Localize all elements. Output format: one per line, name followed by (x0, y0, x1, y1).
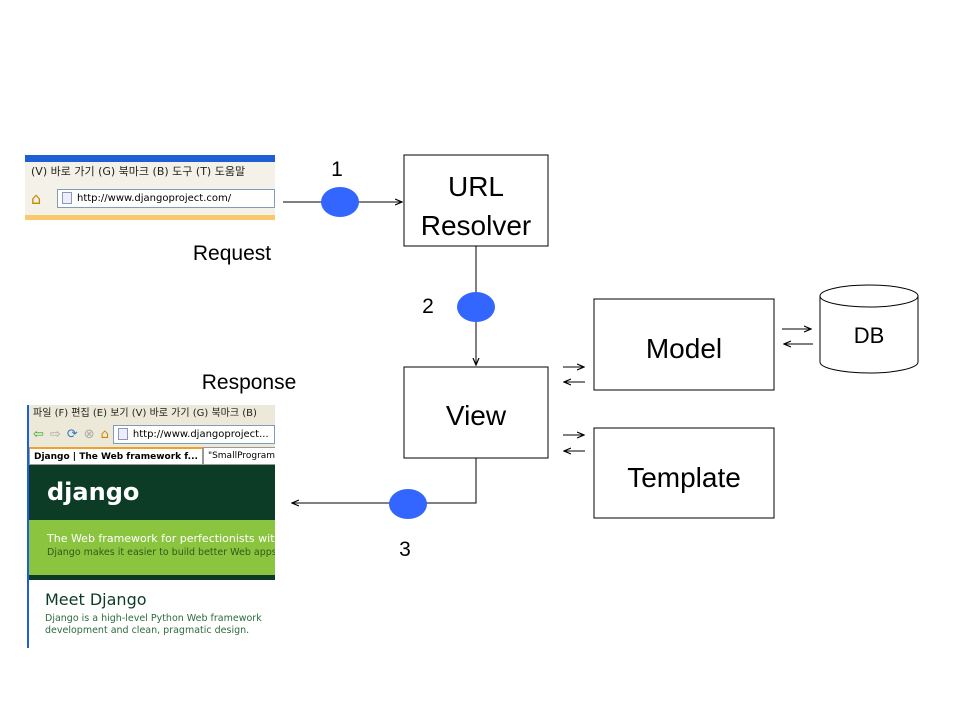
template-box (593, 427, 775, 519)
model-label: Model (646, 333, 722, 364)
browser-menu-bar: (V) 바로 가기 (G) 북마크 (B) 도구 (T) 도움말 (25, 162, 275, 182)
url-text: http://www.djangoproject.com/ (77, 193, 232, 204)
divider (29, 575, 275, 580)
db-label: DB (854, 323, 885, 348)
description-line: Django is a high-level Python Web framew… (45, 613, 262, 624)
request-label: Request (193, 242, 271, 265)
url-resolver-box (403, 154, 549, 247)
browser-tabs (25, 215, 275, 220)
model-box (593, 298, 775, 391)
view-box (403, 366, 549, 459)
step-1-label: 1 (331, 158, 343, 181)
response-label: Response (202, 371, 297, 394)
browser-menu-bar: 파일 (F) 편집 (E) 보기 (V) 바로 가기 (G) 북마크 (B) (29, 405, 275, 422)
db-cylinder (819, 284, 919, 374)
url-resolver-label: Resolver (421, 210, 531, 241)
subtagline: Django makes it easier to build better W… (47, 547, 275, 558)
address-bar-row: ⌂ http://www.djangoproject.com/ (25, 182, 275, 215)
browser-toolbar: ⇦ ⇨ ⟳ ⊗ ⌂ http://www.djangoproject... (29, 422, 275, 447)
tagline-band: The Web framework for perfectionists wit… (29, 520, 275, 575)
url-resolver-label: URL (448, 171, 504, 202)
response-browser-screenshot: 파일 (F) 편집 (E) 보기 (V) 바로 가기 (G) 북마크 (B) ⇦… (27, 405, 275, 648)
tab-django: Django | The Web framework f... (29, 447, 203, 465)
tagline: The Web framework for perfectionists wit… (47, 532, 275, 545)
address-bar: http://www.djangoproject... (112, 425, 275, 444)
django-logo: django (29, 465, 275, 520)
stop-icon: ⊗ (83, 427, 95, 442)
step-3-dot (389, 489, 427, 519)
description-line: development and clean, pragmatic design. (45, 625, 250, 636)
template-label: Template (627, 462, 741, 493)
step-2-label: 2 (422, 295, 434, 318)
view-label: View (446, 400, 507, 431)
address-bar: http://www.djangoproject.com/ (57, 189, 275, 208)
home-icon: ⌂ (31, 188, 42, 208)
page-icon (117, 428, 128, 440)
browser-title-bar (25, 155, 275, 162)
step-2-dot (457, 292, 495, 322)
response-arrow (292, 458, 477, 503)
browser-tabs: Django | The Web framework f... "SmallPr… (29, 447, 275, 465)
refresh-icon: ⟳ (66, 427, 78, 442)
tab-smallprogram: "SmallProgram (202, 447, 275, 465)
page-icon (62, 192, 72, 204)
back-icon: ⇦ (33, 427, 44, 442)
step-1-dot (321, 187, 359, 217)
url-text: http://www.djangoproject... (132, 429, 269, 440)
forward-icon: ⇨ (49, 427, 61, 442)
request-browser-screenshot: (V) 바로 가기 (G) 북마크 (B) 도구 (T) 도움말 ⌂ http:… (25, 155, 275, 220)
page-description: Django is a high-level Python Web framew… (29, 609, 275, 637)
page-heading: Meet Django (45, 590, 147, 609)
step-3-label: 3 (399, 538, 411, 561)
home-icon: ⌂ (100, 427, 109, 442)
